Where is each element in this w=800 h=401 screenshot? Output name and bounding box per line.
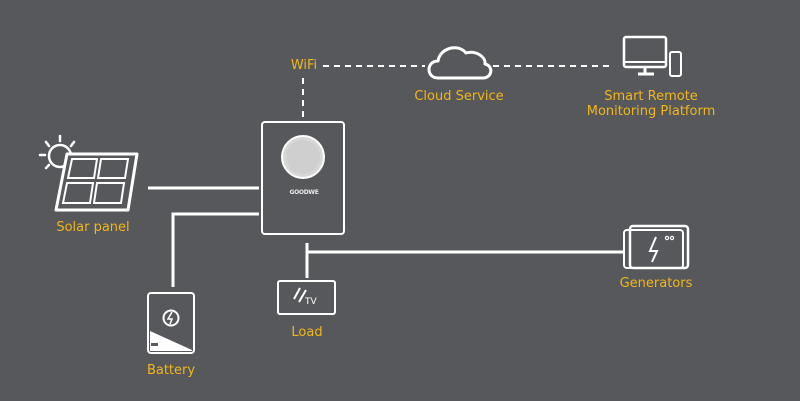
solar-panel-sun-icon [38,134,139,212]
cloud-icon [427,46,493,80]
generator-icon [623,224,690,270]
tv-icon [277,280,336,315]
smart-platform-label-line1: Smart Remote [604,89,698,104]
wifi-label: WiFi [290,58,318,73]
inverter-icon [261,121,345,235]
tv-text: TV [305,297,317,307]
generators-label: Generators [619,276,693,291]
inverter-brand-logo: GOODWE [289,189,319,196]
monitor-phone-icon [622,35,682,77]
battery-icon [147,292,195,354]
power-links [148,186,624,287]
cloud-service-label: Cloud Service [414,89,504,104]
smart-platform-label-line2: Monitoring Platform [586,104,716,119]
battery-label: Battery [146,363,196,378]
wifi-links [302,65,610,117]
solar-panel-label: Solar panel [56,220,130,235]
load-label: Load [291,325,323,340]
battery-inverter-link [171,212,259,287]
